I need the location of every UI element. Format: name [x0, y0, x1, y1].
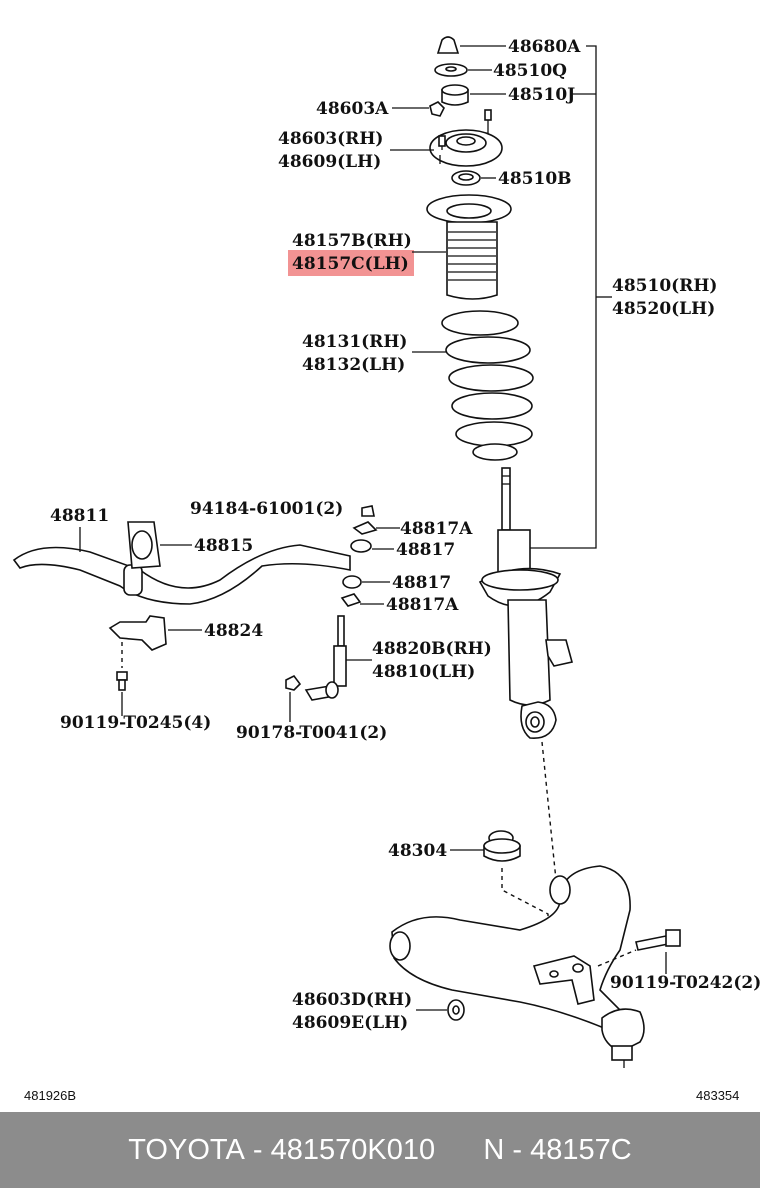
label-48132: 48132(LH) [302, 355, 405, 375]
bumper-48304 [483, 830, 521, 862]
label-48810: 48810(LH) [372, 662, 475, 682]
label-48811: 48811 [50, 506, 109, 526]
label-48157C[interactable]: 48157C(LH) [292, 254, 409, 274]
bushing-48510J [441, 84, 469, 106]
nut-90178 [285, 674, 302, 691]
label-48510B: 48510B [498, 169, 572, 189]
footer-brand: TOYOTA [128, 1133, 245, 1166]
footer-ref-prefix: N [483, 1133, 505, 1166]
label-48817A-top: 48817A [400, 519, 473, 539]
bracket-48824 [108, 615, 167, 651]
nut-94184 [361, 505, 375, 517]
label-48820B: 48820B(RH) [372, 639, 492, 659]
bushing-48603D [447, 999, 465, 1021]
label-94184: 94184-61001(2) [190, 499, 343, 519]
label-48815: 48815 [194, 536, 253, 556]
nut-48603A [429, 101, 445, 117]
label-90119-T0242: 90119-T0242(2) [610, 973, 760, 993]
label-90178: 90178-T0041(2) [236, 723, 387, 743]
label-48817-top: 48817 [396, 540, 455, 560]
label-90119-T0245: 90119-T0245(4) [60, 713, 211, 733]
label-48304: 48304 [388, 841, 447, 861]
label-48510J: 48510J [508, 85, 575, 105]
bushing-48817-top [350, 539, 372, 553]
insulator-48157 [426, 194, 512, 300]
lower-arm [389, 865, 645, 1068]
diagram-code-left: 481926B [24, 1088, 76, 1103]
cap-48680A [436, 36, 460, 54]
label-48609: 48609(LH) [278, 152, 381, 172]
washer-48817A-bot [340, 593, 362, 607]
label-48680A: 48680A [508, 37, 581, 57]
parts-diagram: 48680A 48510Q 48510J 48603A 48603(RH) 48… [12, 36, 760, 1103]
label-48603D: 48603D(RH) [292, 990, 412, 1010]
label-48603A: 48603A [316, 99, 389, 119]
label-48510Q: 48510Q [493, 61, 567, 81]
stabilizer-bar-48811 [12, 544, 351, 605]
bushing-48817-bot [342, 575, 362, 589]
footer-sep-1: - [244, 1133, 271, 1166]
bolt-90119-T0242 [635, 929, 681, 951]
assembly-bracket [530, 45, 597, 549]
seat-48510B [451, 170, 481, 186]
label-48817A-bot: 48817A [386, 595, 459, 615]
footer-ref: 48157C [530, 1133, 632, 1166]
coil-spring-48131 [441, 310, 534, 461]
label-48824: 48824 [204, 621, 263, 641]
footer-gap [435, 1134, 483, 1167]
washer-48510Q [434, 63, 468, 77]
label-48131: 48131(RH) [302, 332, 407, 352]
support-48603 [429, 109, 503, 167]
label-48510: 48510(RH) [612, 276, 717, 296]
label-48609E: 48609E(LH) [292, 1013, 408, 1033]
link-48820B [304, 615, 347, 701]
footer-bar: TOYOTA - 481570K010 N - 48157C [0, 1112, 760, 1188]
label-48817-bot: 48817 [392, 573, 451, 593]
label-48520: 48520(LH) [612, 299, 715, 319]
bushing-48815 [127, 521, 161, 569]
shock-absorber-48510 [478, 467, 573, 739]
dashed-guide-1 [541, 741, 557, 881]
bolt-90119-T0245 [116, 642, 128, 691]
diagram-code-right: 483354 [696, 1088, 739, 1103]
washer-48817A-top [352, 521, 378, 535]
highlight-48157C [288, 250, 414, 276]
footer-sep-2: - [504, 1133, 531, 1166]
footer-part-number: 481570K010 [270, 1133, 436, 1166]
label-48603: 48603(RH) [278, 129, 383, 149]
label-48157B: 48157B(RH) [292, 231, 412, 251]
